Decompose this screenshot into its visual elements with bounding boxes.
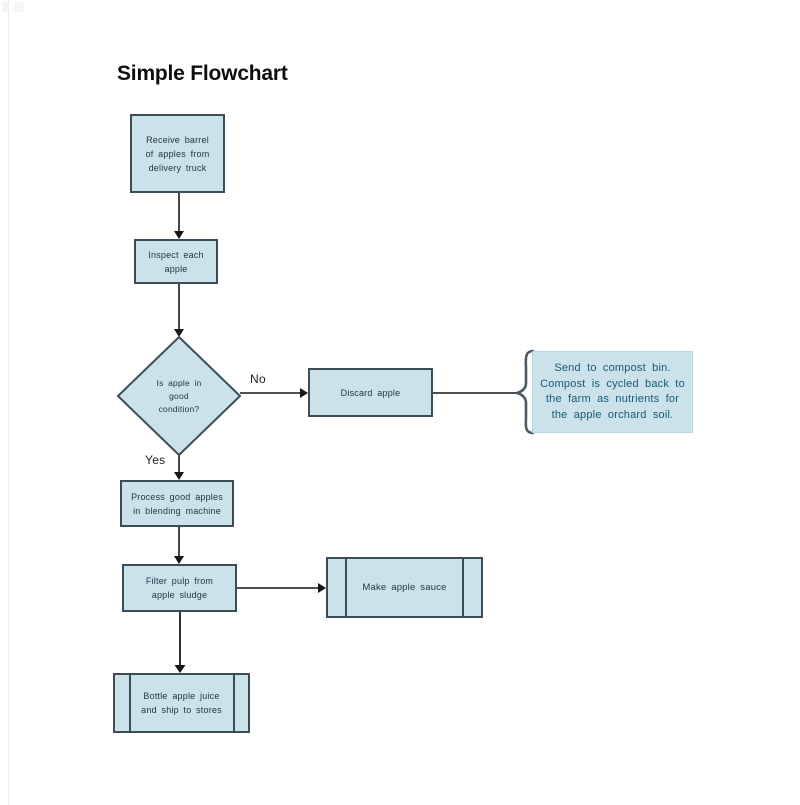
predefined-process-line [345, 559, 347, 616]
node-discard-label: Discard apple [340, 387, 401, 398]
edge-label-yes: Yes [145, 453, 166, 467]
node-make-apple-sauce[interactable]: Make apple sauce [326, 557, 483, 618]
predefined-process-line [462, 559, 464, 616]
edge-label-no: No [250, 372, 266, 386]
node-receive-apples[interactable]: Receive barrel of apples from delivery t… [130, 114, 225, 193]
compost-brace-icon [516, 349, 535, 435]
node-inspect-apple[interactable]: Inspect each apple [134, 239, 218, 284]
node-process-label: Process good apples in blending machine [131, 491, 223, 516]
decision-diamond-shape[interactable] [116, 335, 242, 457]
node-compost-label: Send to compost bin. Compost is cycled b… [540, 362, 685, 421]
arrowhead-down-process [174, 472, 184, 480]
node-process-apples[interactable]: Process good apples in blending machine [120, 480, 234, 527]
page-edge-line [8, 0, 9, 805]
arrowhead-down-inspect [174, 231, 184, 239]
node-compost-note[interactable]: Send to compost bin. Compost is cycled b… [532, 351, 693, 433]
arrowhead-right-sauce [318, 583, 326, 593]
predefined-process-line [129, 675, 131, 731]
node-inspect-label: Inspect each apple [148, 249, 204, 274]
node-sauce-label: Make apple sauce [362, 581, 447, 593]
arrowhead-right-discard [300, 388, 308, 398]
page-title: Simple Flowchart [117, 62, 288, 85]
node-filter-label: Filter pulp from apple sludge [145, 576, 214, 600]
arrowhead-down-decision [174, 329, 184, 337]
node-filter-pulp[interactable]: Filter pulp from apple sludge [122, 564, 237, 612]
page-corner-artifact [2, 2, 24, 12]
arrowhead-down-filter [174, 556, 184, 564]
arrowhead-down-bottle [174, 665, 186, 673]
node-bottle-label: Bottle apple juice and ship to stores [141, 691, 222, 715]
node-bottle-juice[interactable]: Bottle apple juice and ship to stores [113, 673, 250, 733]
predefined-process-line [233, 675, 235, 731]
node-receive-label: Receive barrel of apples from delivery t… [145, 134, 210, 173]
node-decision-condition: Is apple in good condition? [129, 369, 229, 423]
node-discard-apple[interactable]: Discard apple [308, 368, 433, 417]
node-decision-label: Is apple in good condition? [156, 377, 202, 414]
